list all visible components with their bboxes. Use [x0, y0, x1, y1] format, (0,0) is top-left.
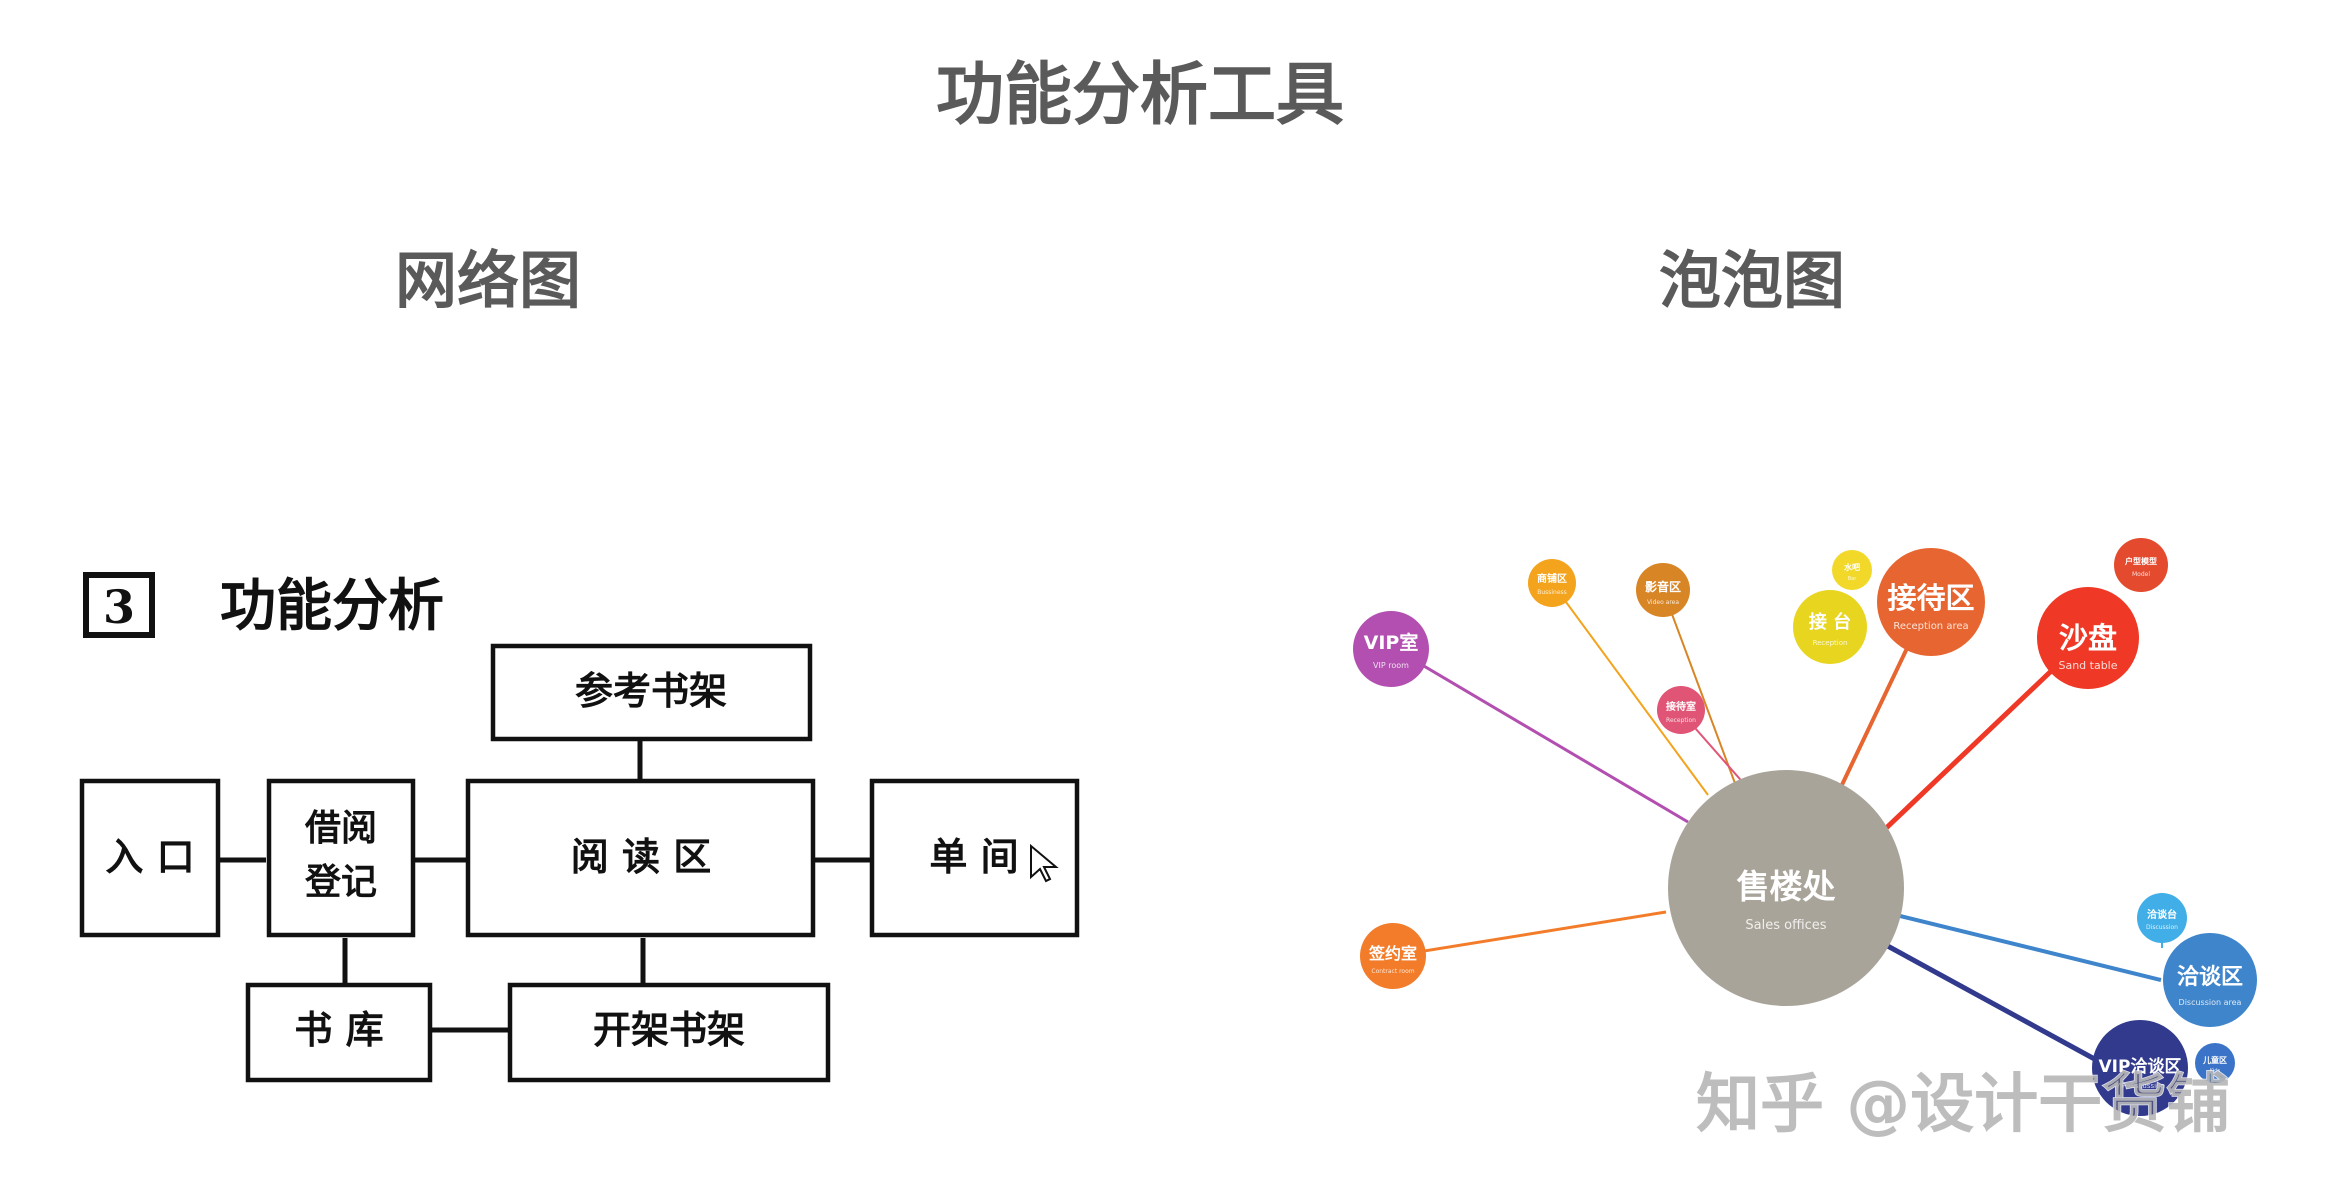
- bubble-reception-label: 接待区: [1887, 581, 1974, 615]
- bubble-reception: [1877, 548, 1985, 656]
- node-open-shelf-label: 开架书架: [593, 1007, 745, 1052]
- bubble-brown-small: [1636, 563, 1690, 617]
- bubble-model: [2114, 538, 2168, 592]
- bubble-contract-sub: Contract room: [1371, 968, 1414, 975]
- bubble-discussion-label: 洽谈区: [2177, 964, 2243, 990]
- bubble-sand-table-label: 沙盘: [2059, 621, 2117, 655]
- node-entrance: [79, 778, 221, 938]
- bubble-orange-small-1-sub: Bussiness: [1537, 589, 1567, 596]
- node-storage: [245, 982, 433, 1083]
- connector-discussion: [1895, 913, 2162, 982]
- bubble-orange-small-1-label: 商铺区: [1537, 572, 1567, 585]
- bubble-blue-small: [2137, 893, 2187, 943]
- bubble-sales-office-sub: Sales offices: [1745, 918, 1826, 933]
- node-reading-label: 阅 读 区: [571, 834, 711, 879]
- bubble-brown-small-label: 影音区: [1645, 579, 1681, 594]
- bubble-yellow-mid: [1793, 590, 1867, 664]
- node-single-label: 单 间: [929, 834, 1018, 879]
- bubble-pink-small-sub: Reception: [1666, 717, 1696, 724]
- network-diagram: 3 功能分析 参考书架 入 口 借阅 登记 阅 读 区 单 间 书 库: [79, 572, 1080, 1083]
- network-badge-box: [83, 572, 155, 638]
- connector-orange-small-1: [1551, 582, 1709, 796]
- node-reference-shelf: [490, 643, 813, 742]
- bubble-diagram: 售楼处 Sales offices VIP室 VIP room 商铺区 Buss…: [1353, 538, 2257, 1116]
- bubble-sales-office: [1668, 770, 1904, 1006]
- node-entrance-label: 入 口: [105, 834, 194, 879]
- bubble-yellow-mid-sub: Reception: [1813, 639, 1848, 647]
- connector-vip: [1389, 644, 1689, 824]
- node-reference-label: 参考书架: [575, 668, 727, 713]
- bubble-model-label: 户型模型: [2125, 556, 2157, 566]
- bubble-blue-tiny-label: 儿童区: [2202, 1055, 2227, 1065]
- bubble-brown-small-sub: Video area: [1647, 599, 1679, 606]
- connector-brown-small: [1662, 589, 1737, 787]
- page-title: 功能分析工具: [936, 56, 1344, 135]
- bubble-discussion-sub: Discussion area: [2179, 998, 2242, 1007]
- bubble-model-sub: Model: [2132, 571, 2150, 578]
- bubble-blue-tiny-sub: Kids: [2210, 1068, 2221, 1074]
- network-badge-number: 3: [103, 580, 135, 634]
- node-borrow-label-line2: 登记: [304, 861, 377, 903]
- bubble-orange-small-1: [1528, 559, 1576, 607]
- bubble-vip-discussion-label: VIP洽谈区: [2099, 1056, 2182, 1077]
- node-reading-area: [465, 778, 816, 938]
- mouse-cursor-icon: [1030, 843, 1059, 883]
- bubble-blue-small-label: 洽谈台: [2147, 908, 2177, 921]
- bubble-yellow-mid-label: 接 台: [1809, 611, 1851, 633]
- bubble-sand-table-sub: Sand table: [2058, 659, 2117, 672]
- bubble-yellow-small: [1832, 550, 1872, 590]
- node-single-room: [869, 778, 1080, 938]
- bubble-vip-sub: VIP room: [1373, 661, 1409, 670]
- bubble-contract: [1360, 923, 1426, 989]
- node-open-shelf: [507, 982, 831, 1083]
- bubble-vip: [1353, 611, 1429, 687]
- node-borrow-register: [266, 778, 416, 938]
- bubble-yellow-small-label: 水吧: [1843, 562, 1860, 572]
- bubble-sand-table: [2037, 587, 2139, 689]
- network-heading: 功能分析: [220, 573, 444, 639]
- bubble-contract-label: 签约室: [1368, 944, 1417, 963]
- bubble-blue-tiny: [2195, 1043, 2235, 1083]
- watermark: 知乎 @设计干货铺: [1696, 1068, 2230, 1142]
- connector-vip-discussion: [1882, 941, 2102, 1065]
- bubble-pink-small: [1657, 686, 1705, 734]
- section-title-bubble: 泡泡图: [1659, 244, 1845, 317]
- bubble-blue-small-sub: Discussion: [2146, 924, 2178, 931]
- bubble-discussion: [2163, 933, 2257, 1027]
- bubble-vip-discussion-sub: VIP discussion: [2115, 1082, 2165, 1090]
- bubble-pink-small-label: 接待室: [1666, 700, 1696, 713]
- connector-contract: [1392, 910, 1667, 958]
- bubble-vip-discussion: [2092, 1020, 2188, 1116]
- node-borrow-label-line1: 借阅: [304, 807, 377, 849]
- bubble-reception-sub: Reception area: [1893, 621, 1968, 632]
- bubble-sales-office-label: 售楼处: [1737, 867, 1836, 906]
- node-storage-label: 书 库: [294, 1007, 383, 1052]
- bubble-vip-label: VIP室: [1364, 631, 1419, 654]
- bubble-yellow-small-sub: Bar: [1848, 576, 1857, 582]
- section-title-network: 网络图: [395, 244, 581, 317]
